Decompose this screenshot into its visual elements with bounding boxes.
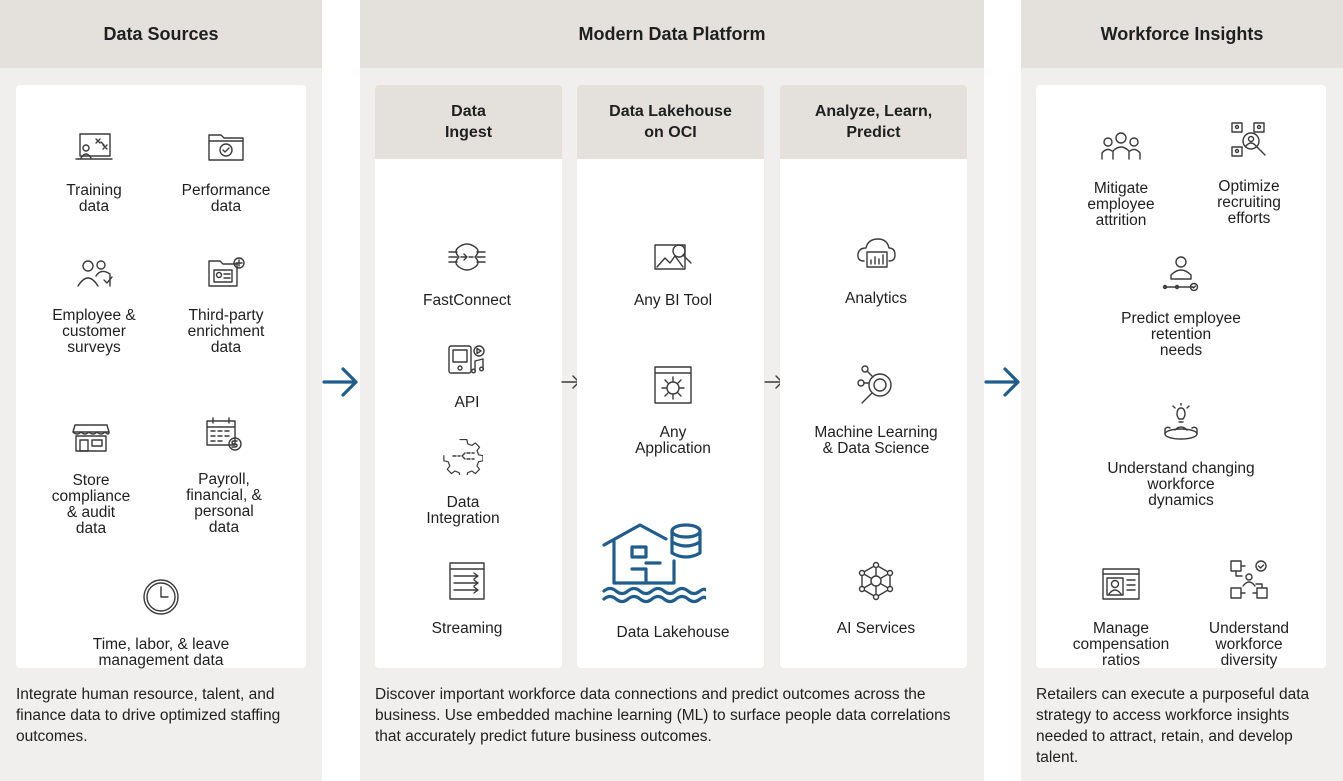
- ingest-label: Data Integration: [426, 494, 500, 527]
- modern-data-platform-column: Modern Data Platform Data Ingest FastCon…: [360, 0, 984, 781]
- workforce-insights-description: Retailers can execute a purposeful data …: [1036, 686, 1310, 766]
- analyze-label: AI Services: [836, 620, 916, 637]
- data-lakehouse-title: Data Lakehouse on OCI: [577, 85, 764, 159]
- payroll-calendar-icon: [206, 417, 242, 451]
- data-ingest-panel: Data Ingest FastConnect API: [375, 85, 562, 668]
- source-label: Third-party enrichment data: [187, 307, 265, 356]
- insight-label: Optimize recruiting efforts: [1217, 178, 1281, 227]
- lakehouse-item-application: Any Application: [603, 349, 743, 457]
- source-label: Employee & customer surveys: [52, 307, 136, 356]
- analyze-item-ai-services: AI Services: [806, 545, 946, 637]
- survey-people-icon: [77, 260, 113, 287]
- performance-folder-icon: [208, 134, 244, 161]
- insight-item-retention: Predict employee retention needs: [1111, 239, 1251, 359]
- insight-label: Understand changing workforce dynamics: [1107, 460, 1255, 509]
- application-window-icon: [654, 366, 692, 404]
- source-label: Performance data: [181, 182, 271, 215]
- source-label: Time, labor, & leave management data: [92, 636, 230, 669]
- ingest-item-data-integration: Data Integration: [393, 421, 533, 527]
- api-device-icon: [448, 345, 485, 374]
- workforce-insights-column: Workforce Insights Mitigate employee att…: [1021, 0, 1343, 781]
- recruiting-search-icon: [1231, 122, 1266, 157]
- streaming-icon: [449, 562, 485, 600]
- insight-label: Predict employee retention needs: [1121, 310, 1241, 359]
- ai-network-icon: [858, 561, 894, 601]
- insight-label: Understand workforce diversity: [1208, 620, 1290, 669]
- insight-label: Mitigate employee attrition: [1087, 180, 1155, 229]
- data-integration-gear-icon: [443, 438, 483, 475]
- diversity-network-icon: [1230, 560, 1268, 599]
- insight-item-attrition: Mitigate employee attrition: [1051, 115, 1191, 229]
- analyze-title: Analyze, Learn, Predict: [780, 85, 967, 159]
- source-label: Store compliance & audit data: [51, 472, 131, 537]
- clock-icon: [143, 579, 179, 615]
- lakehouse-item-bi-tool: Any BI Tool: [603, 225, 743, 309]
- data-sources-panel: Training data Performance data Employee …: [16, 85, 306, 669]
- insight-item-compensation: Manage compensation ratios: [1051, 551, 1191, 669]
- data-ingest-title: Data Ingest: [375, 85, 562, 159]
- ingest-label: API: [454, 394, 480, 411]
- cloud-analytics-icon: [857, 238, 896, 268]
- flow-arrow-icon: [322, 367, 358, 397]
- bi-tool-icon: [654, 244, 692, 270]
- source-item-training: Training data: [24, 115, 164, 215]
- platform-description: Discover important workforce data connec…: [375, 686, 951, 745]
- insight-item-diversity: Understand workforce diversity: [1179, 543, 1319, 669]
- insight-item-recruiting: Optimize recruiting efforts: [1179, 105, 1319, 227]
- analyze-label: Machine Learning & Data Science: [814, 424, 938, 457]
- insight-item-dynamics: Understand changing workforce dynamics: [1091, 387, 1271, 509]
- source-item-enrichment: Third-party enrichment data: [156, 240, 296, 356]
- source-label: Payroll, financial, & personal data: [186, 471, 262, 536]
- machine-learning-icon: [857, 365, 892, 404]
- source-item-performance: Performance data: [156, 115, 296, 215]
- enrichment-folder-icon: [208, 257, 245, 287]
- data-sources-title: Data Sources: [0, 0, 322, 68]
- lakehouse-label: Any Application: [635, 424, 711, 457]
- store-icon: [72, 424, 110, 452]
- workforce-insights-title: Workforce Insights: [1021, 0, 1343, 68]
- ingest-item-api: API: [397, 327, 537, 411]
- ingest-item-fastconnect: FastConnect: [397, 225, 537, 309]
- analyze-panel: Analyze, Learn, Predict Analytics Machin…: [780, 85, 967, 668]
- data-sources-column: Data Sources Training data Performance d…: [0, 0, 322, 781]
- data-lakehouse-icon: [602, 523, 706, 604]
- platform-title: Modern Data Platform: [360, 0, 984, 68]
- compensation-profile-icon: [1102, 568, 1140, 600]
- ingest-item-streaming: Streaming: [397, 545, 537, 637]
- insight-label: Manage compensation ratios: [1072, 620, 1170, 669]
- fastconnect-icon: [448, 243, 486, 271]
- flow-arrow-icon: [984, 367, 1020, 397]
- source-item-surveys: Employee & customer surveys: [24, 240, 164, 356]
- lakehouse-label: Data Lakehouse: [616, 624, 730, 641]
- data-lakehouse-panel: Data Lakehouse on OCI Any BI Tool Any Ap…: [577, 85, 764, 668]
- ingest-label: Streaming: [431, 620, 503, 637]
- lakehouse-label: Any BI Tool: [633, 292, 713, 309]
- training-board-icon: [75, 133, 113, 160]
- source-label: Training data: [66, 182, 122, 215]
- meeting-idea-icon: [1164, 403, 1198, 440]
- source-item-payroll: Payroll, financial, & personal data: [154, 400, 294, 536]
- source-item-time-labor: Time, labor, & leave management data: [86, 561, 236, 669]
- analyze-item-machine-learning: Machine Learning & Data Science: [796, 349, 956, 457]
- ingest-label: FastConnect: [423, 292, 511, 309]
- lakehouse-item-data-lakehouse: Data Lakehouse: [602, 505, 743, 641]
- analyze-label: Analytics: [844, 290, 908, 307]
- data-sources-description: Integrate human resource, talent, and fi…: [16, 686, 281, 745]
- people-group-icon: [1101, 132, 1141, 160]
- retention-person-icon: [1162, 256, 1199, 291]
- workforce-insights-panel: Mitigate employee attrition Optimize rec…: [1036, 85, 1326, 669]
- analyze-item-analytics: Analytics: [806, 219, 946, 307]
- source-item-store: Store compliance & audit data: [21, 405, 161, 537]
